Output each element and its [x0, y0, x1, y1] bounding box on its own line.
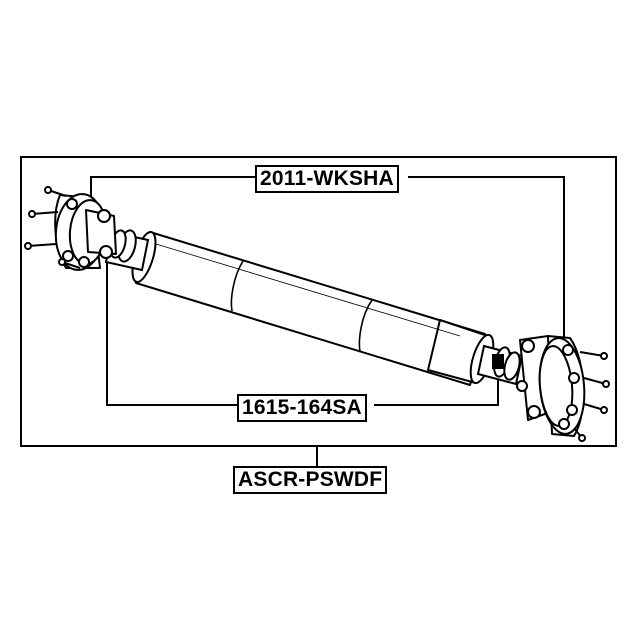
shaft-tube: [131, 230, 495, 386]
part-number-label-top: 2011-WKSHA: [255, 165, 399, 193]
part-number-label-bottom: ASCR-PSWDF: [233, 466, 388, 494]
right-universal-joint: [476, 344, 524, 386]
leader-top: [90, 176, 565, 345]
left-flange-yoke: [24, 186, 117, 271]
part-number-label-middle: 1615-164SA: [237, 394, 367, 422]
right-flange-yoke: [516, 335, 610, 442]
outer-frame: [20, 156, 617, 447]
